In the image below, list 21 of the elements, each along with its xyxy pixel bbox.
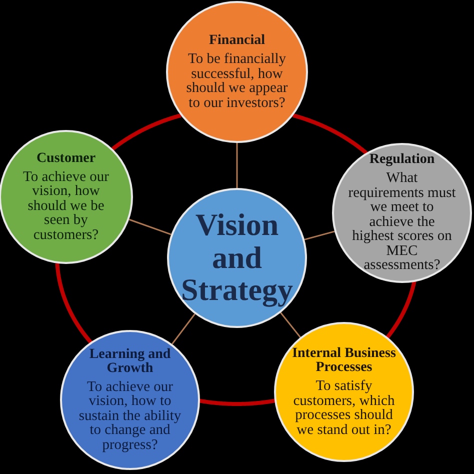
ring-connector: [198, 398, 276, 406]
ring-connector: [55, 262, 93, 344]
node-question: To satisfy customers, which processes should we stand out in?: [292, 379, 396, 437]
spoke-line: [280, 312, 301, 338]
node-question: What requirements must we meet to achieve the highest scores on MEC assessments?: [348, 171, 456, 273]
node-question: To be financially successful, how should we appear to our investors?: [185, 52, 289, 110]
center-title: Vision and Strategy: [181, 209, 293, 307]
ring-connector: [292, 113, 368, 155]
node-question: To achieve our vision, how should we be seen by customers?: [22, 170, 110, 242]
spoke-line: [172, 313, 196, 345]
spoke-line: [128, 218, 172, 236]
ring-connector: [111, 113, 182, 151]
node-heading: Customer: [36, 152, 96, 166]
ring-connector: [385, 280, 416, 340]
spoke-line: [304, 230, 335, 240]
node-heading: Internal Business Processes: [291, 347, 397, 375]
spoke-line: [236, 143, 238, 188]
node-question: To achieve our vision, how to sustain the ability to change and progress?: [78, 380, 182, 452]
node-heading: Financial: [208, 34, 265, 48]
node-heading: Learning and Growth: [88, 348, 172, 376]
node-heading: Regulation: [369, 153, 435, 168]
